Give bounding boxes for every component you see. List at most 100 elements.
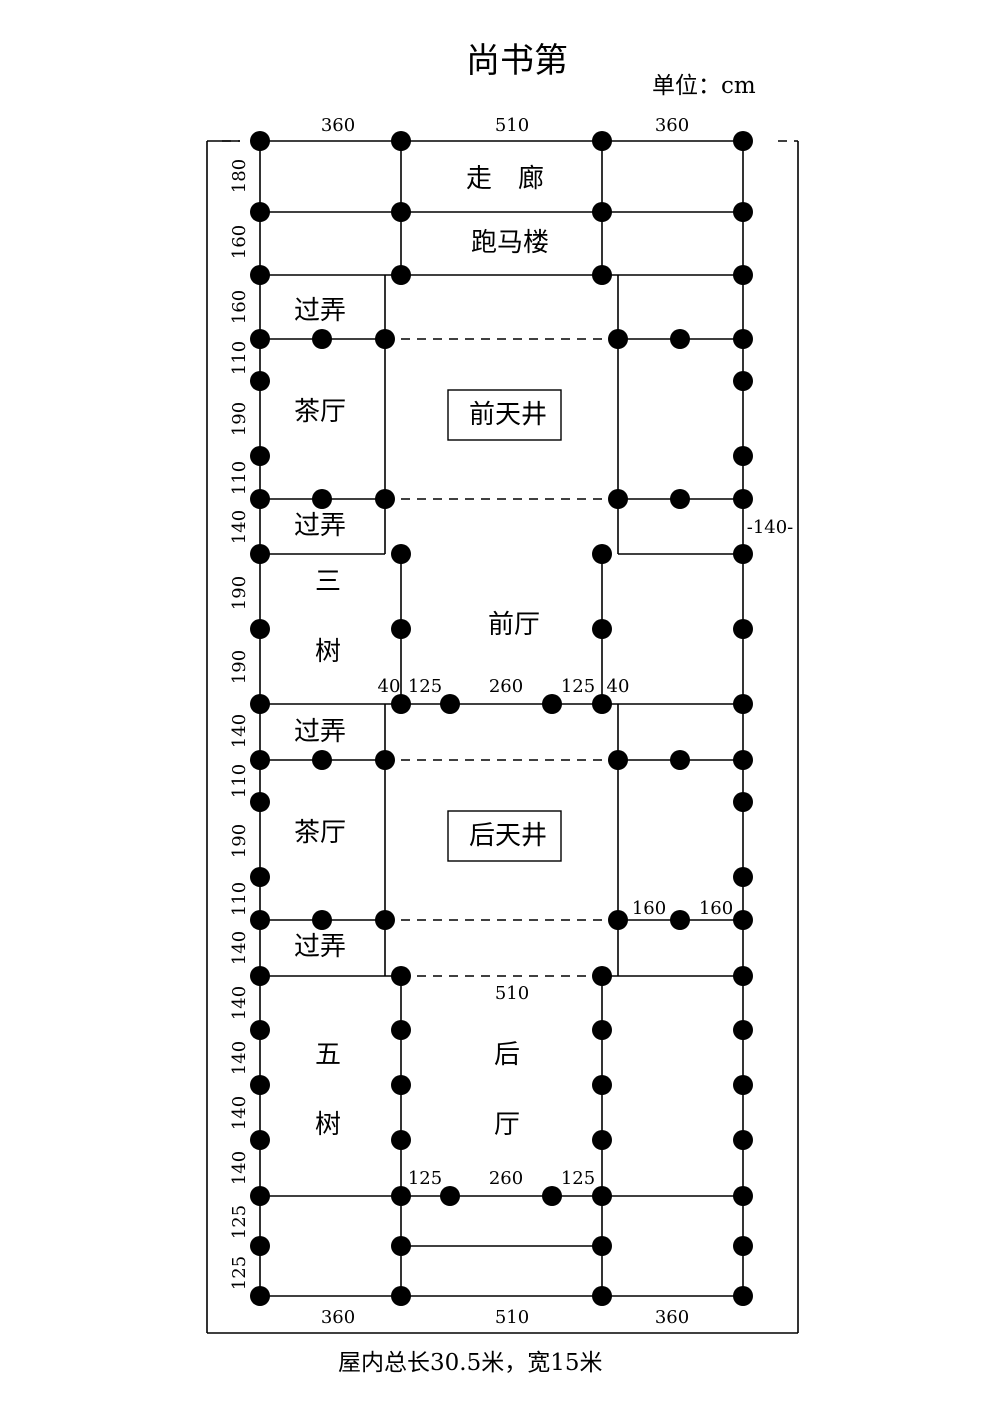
column-dot: [250, 867, 270, 887]
column-dot: [592, 966, 612, 986]
dimension-label: 160: [632, 898, 666, 919]
room-front-courtyard: 前天井: [469, 400, 547, 430]
column-dot: [592, 131, 612, 151]
dimension-label: 125: [561, 1168, 595, 1189]
column-dot: [250, 265, 270, 285]
column-dot: [250, 1075, 270, 1095]
room-front-hall: 前厅: [488, 610, 540, 640]
column-dot: [391, 1075, 411, 1095]
room-back-hall: 后: [494, 1040, 520, 1070]
column-dot: [733, 544, 753, 564]
room-five: 五: [315, 1040, 341, 1070]
column-dot: [250, 371, 270, 391]
dimension-label: 125: [561, 676, 595, 697]
column-dot: [733, 1020, 753, 1040]
dimension-label: -140-: [747, 517, 794, 538]
back-courtyard-box: [447, 810, 562, 862]
column-dot: [592, 544, 612, 564]
room-back-hall: 厅: [494, 1110, 520, 1140]
column-dot: [375, 750, 395, 770]
room-alley: 过弄: [294, 932, 346, 962]
column-dot: [250, 1286, 270, 1306]
column-dot: [312, 489, 332, 509]
dimension-label: 140: [229, 510, 250, 544]
column-dot: [250, 966, 270, 986]
room-five: 树: [315, 1110, 341, 1140]
column-dot: [592, 202, 612, 222]
column-dot: [592, 265, 612, 285]
dimension-label: 125: [408, 1168, 442, 1189]
column-dot: [391, 1286, 411, 1306]
column-dot: [250, 619, 270, 639]
dimension-label: 110: [229, 461, 250, 495]
column-dot: [391, 544, 411, 564]
column-dot: [312, 910, 332, 930]
dimension-label: 190: [229, 402, 250, 436]
column-dot: [733, 619, 753, 639]
dimension-label: 140: [229, 1041, 250, 1075]
room-alley: 过弄: [294, 511, 346, 541]
column-dot: [391, 1130, 411, 1150]
dimension-label: 40: [607, 676, 630, 697]
column-dot: [391, 1186, 411, 1206]
column-dot: [391, 966, 411, 986]
column-dot: [733, 131, 753, 151]
column-dot: [733, 265, 753, 285]
column-dot: [733, 910, 753, 930]
dimension-label: 140: [229, 1096, 250, 1130]
column-dot: [250, 489, 270, 509]
column-dot: [670, 329, 690, 349]
column-dot: [375, 489, 395, 509]
column-dot: [733, 1286, 753, 1306]
front-courtyard-box: [447, 389, 562, 441]
room-tea-hall: 茶厅: [294, 818, 346, 848]
dimension-label: 190: [229, 650, 250, 684]
column-dot: [592, 694, 612, 714]
column-dot: [250, 1236, 270, 1256]
room-alley: 过弄: [294, 717, 346, 747]
column-dot: [608, 489, 628, 509]
dimension-label: 510: [495, 115, 529, 136]
dimension-label: 140: [229, 714, 250, 748]
dimension-label: 110: [229, 341, 250, 375]
column-dot: [250, 1186, 270, 1206]
dimension-label: 125: [229, 1256, 250, 1290]
column-dot: [391, 1236, 411, 1256]
column-dot: [542, 1186, 562, 1206]
column-dot: [250, 1130, 270, 1150]
column-dot: [733, 750, 753, 770]
column-dot: [250, 792, 270, 812]
column-dot: [733, 329, 753, 349]
room-corridor: 走 廊: [466, 164, 544, 194]
column-dot: [733, 446, 753, 466]
dimension-label: 140: [229, 1151, 250, 1185]
column-dot: [733, 966, 753, 986]
unit-label: 单位：cm: [652, 73, 756, 99]
column-dot: [250, 910, 270, 930]
page-title: 尚书第: [466, 41, 568, 81]
column-dot: [592, 1236, 612, 1256]
column-dot: [670, 750, 690, 770]
column-dot: [391, 202, 411, 222]
dimension-label: 125: [408, 676, 442, 697]
dimension-label: 260: [489, 676, 523, 697]
room-paomalou: 跑马楼: [471, 228, 549, 258]
dimension-label: 360: [655, 115, 689, 136]
column-dot: [312, 329, 332, 349]
room-back-courtyard: 后天井: [469, 821, 547, 851]
column-dot: [391, 1020, 411, 1040]
column-dot: [542, 694, 562, 714]
room-three: 树: [315, 637, 341, 667]
column-dot: [608, 329, 628, 349]
caption: 屋内总长30.5米，宽15米: [338, 1350, 603, 1376]
column-dot: [608, 750, 628, 770]
column-dot: [250, 202, 270, 222]
column-dot: [733, 1130, 753, 1150]
column-dot: [440, 1186, 460, 1206]
column-dot: [733, 792, 753, 812]
column-dot: [375, 910, 395, 930]
dimension-label: 140: [229, 986, 250, 1020]
column-dot: [592, 619, 612, 639]
dimension-label: 360: [655, 1307, 689, 1328]
